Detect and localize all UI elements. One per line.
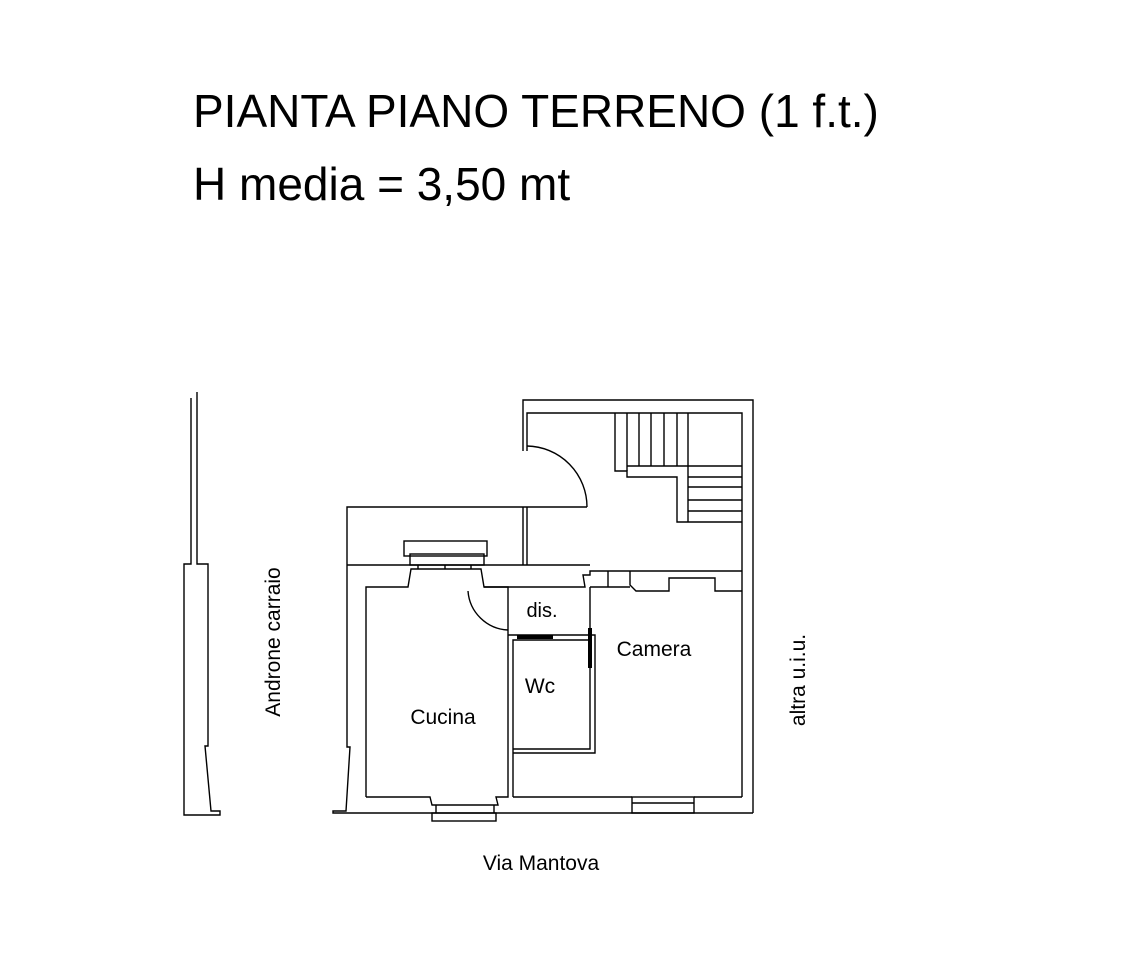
courtyard-outline bbox=[332, 506, 753, 814]
window-camera bbox=[631, 796, 695, 814]
label-androne-carraio: Androne carraio bbox=[262, 567, 285, 716]
room-label-cucina: Cucina bbox=[410, 706, 476, 729]
stairwell bbox=[522, 399, 754, 813]
cucina-walls bbox=[365, 568, 509, 806]
room-label-camera: Camera bbox=[617, 638, 692, 661]
androne-wall bbox=[183, 392, 221, 816]
room-label-wc: Wc bbox=[525, 675, 555, 698]
staircase bbox=[614, 413, 742, 523]
room-label-dis: dis. bbox=[526, 600, 557, 622]
window-cucina bbox=[431, 812, 497, 822]
label-altra-uiu: altra u.i.u. bbox=[787, 634, 810, 726]
plan-title: PIANTA PIANO TERRENO (1 f.t.) bbox=[193, 85, 879, 137]
wc-walls bbox=[512, 639, 591, 797]
window-top bbox=[403, 540, 488, 569]
label-street: Via Mantova bbox=[483, 852, 600, 875]
average-height: H media = 3,50 mt bbox=[193, 158, 571, 210]
